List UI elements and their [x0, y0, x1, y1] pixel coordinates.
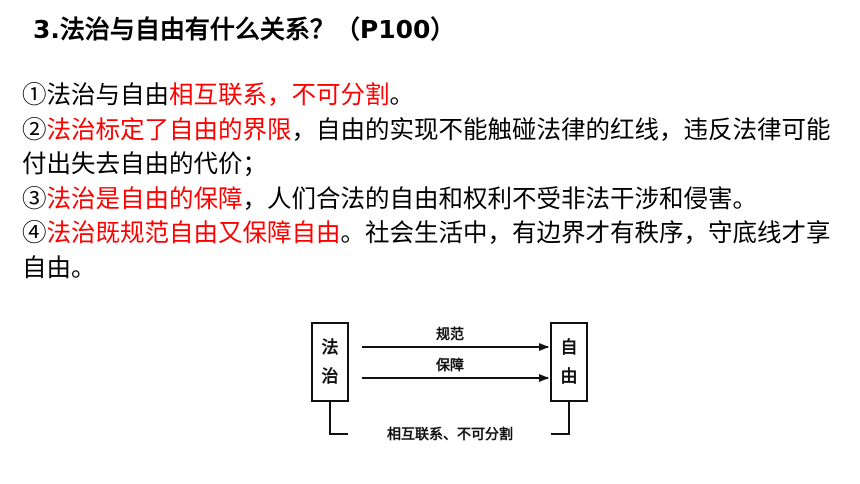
point-2: ②法治标定了自由的界限，自由的实现不能触碰法律的红线，违反法律可能付出失去自由的…: [22, 113, 837, 182]
point-2-emphasis: 法治标定了自由的界限: [46, 114, 292, 144]
point-3-text: ，人们合法的自由和权利不受非法干涉和侵害。: [242, 183, 758, 213]
point-3-emphasis: 法治是自由的保障: [46, 183, 243, 213]
protect-label: 保障: [435, 357, 464, 374]
point-4: ④法治既规范自由又保障自由。社会生活中，有边界才有秩序，守底线才享自由。: [22, 216, 837, 285]
slide-heading: 3.法治与自由有什么关系？（P100）: [33, 15, 456, 44]
point-1-text-b: 。: [389, 80, 415, 109]
freedom-char-1: 自: [561, 337, 578, 358]
freedom-char-2: 由: [561, 366, 578, 387]
point-4-text: 。社会生活中，有边界才有秩序，守底线才享自由。: [22, 218, 831, 282]
rule-of-law-box: [311, 322, 349, 402]
point-1-number: ①: [22, 80, 47, 109]
point-3: ③法治是自由的保障，人们合法的自由和权利不受非法干涉和侵害。: [22, 182, 837, 217]
bracket-label: 相互联系、不可分割: [387, 426, 513, 443]
regulate-label: 规范: [436, 326, 464, 343]
point-4-emphasis: 法治既规范自由又保障自由: [46, 218, 341, 248]
point-1-text-a: 法治与自由: [46, 80, 170, 109]
freedom-box: [550, 322, 588, 402]
point-1: ①法治与自由相互联系，不可分割。: [22, 78, 837, 113]
rule-of-law-char-2: 治: [322, 366, 339, 387]
point-1-emphasis: 相互联系，不可分割: [169, 80, 390, 109]
point-3-number: ③: [22, 183, 47, 213]
point-2-text: ，自由的实现不能触碰法律的红线，违反法律可能付出失去自由的代价；: [22, 114, 831, 179]
points-list: ①法治与自由相互联系，不可分割。 ②法治标定了自由的界限，自由的实现不能触碰法律…: [22, 78, 837, 286]
relationship-diagram: 法 治 自 由 规范 保障 相互联系、不可分割: [300, 318, 590, 448]
point-4-number: ④: [22, 218, 47, 248]
bracket-left: [329, 401, 348, 435]
point-2-number: ②: [22, 114, 47, 144]
bracket-right: [551, 401, 570, 435]
rule-of-law-char-1: 法: [322, 337, 339, 358]
